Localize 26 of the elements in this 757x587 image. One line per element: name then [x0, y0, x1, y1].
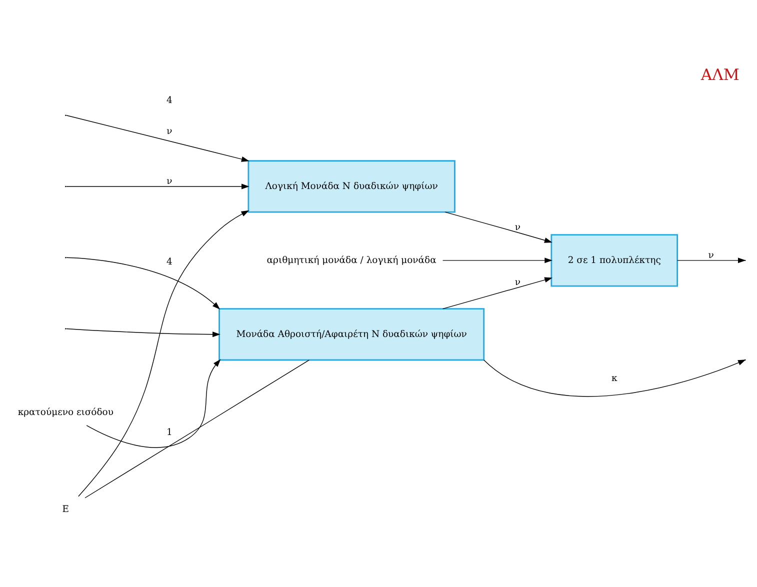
- node-text: κρατούμενο εισόδου: [18, 407, 114, 418]
- edge-label: ν: [514, 276, 520, 288]
- node-text: E: [62, 504, 70, 515]
- edge-label: ν: [166, 176, 172, 187]
- edge-label: 4: [166, 256, 172, 268]
- connector: [84, 360, 310, 498]
- edge-label: ν: [514, 222, 520, 234]
- edge-label: 1: [166, 426, 172, 438]
- arrow: [66, 257, 220, 310]
- node-box: Λογική Μονάδα N δυαδικών ψηφίων: [248, 160, 456, 213]
- edge-label: κ: [611, 372, 618, 384]
- arrow: [86, 359, 221, 448]
- arrow: [442, 277, 552, 310]
- node-box: 2 σε 1 πολυπλέκτης: [550, 234, 678, 287]
- arrow: [66, 328, 220, 338]
- arrow: [442, 258, 552, 264]
- label: 4: [166, 94, 172, 106]
- arrow: [78, 210, 250, 497]
- node-box: Μονάδα Αθροιστή/Αφαιρέτη N δυαδικών ψηφίων: [218, 308, 485, 361]
- edge-label: ν: [708, 250, 714, 261]
- arrow: [66, 115, 250, 162]
- diagram-title: ΑΛΜ: [700, 65, 740, 84]
- arrow: [66, 184, 250, 190]
- node-text: αριθμητική μονάδα / λογική μονάδα: [266, 254, 436, 266]
- edge-label: ν: [166, 126, 172, 138]
- arrow: [444, 212, 552, 243]
